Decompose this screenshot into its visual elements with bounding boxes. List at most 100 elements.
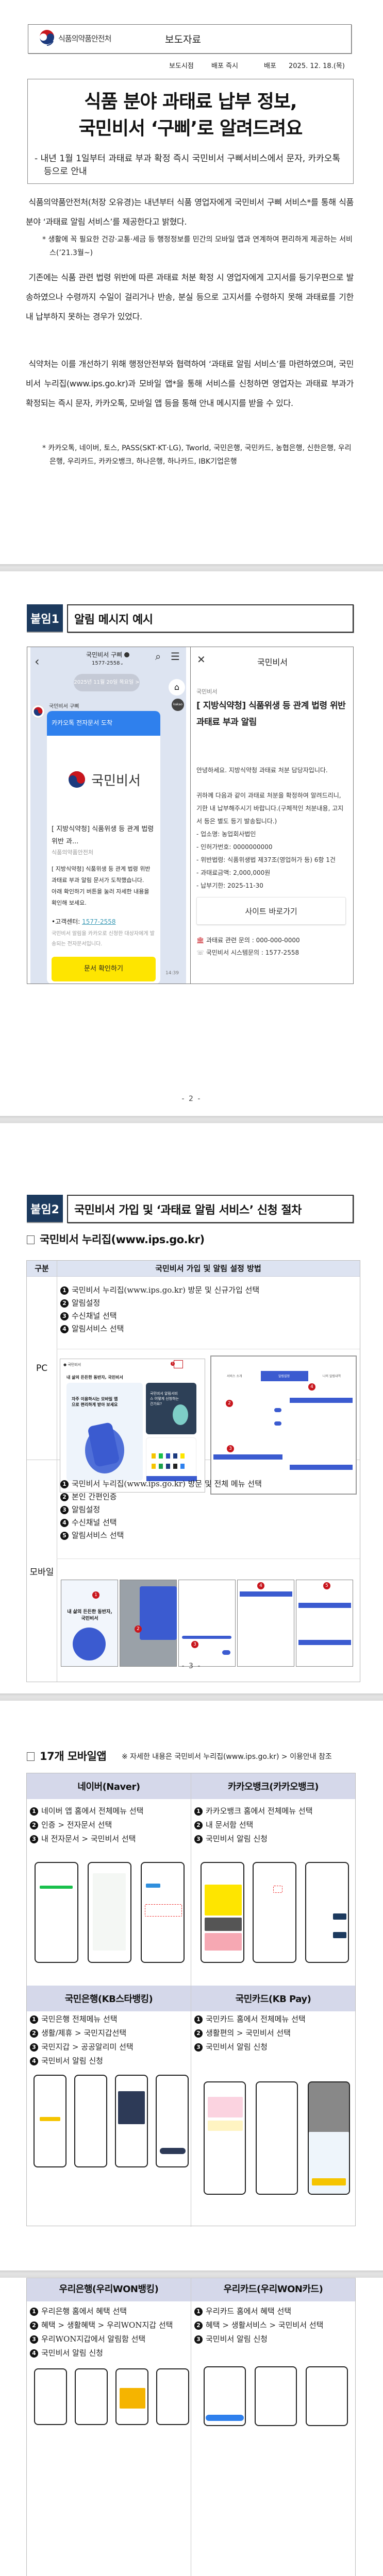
auth-menu-panel	[140, 1586, 177, 1640]
inquiry-1-text: 과태료 관련 문의 : 000-000-0000	[206, 937, 300, 944]
woori-bank-phone-4	[156, 2368, 189, 2425]
mascot-illustration	[73, 1628, 106, 1660]
detail-greeting: 안녕하세요. 지방식약청 과태료 처분 담당자입니다.	[196, 767, 328, 774]
kb-bank-phone-1	[34, 2075, 66, 2167]
government-logo-icon	[40, 30, 54, 46]
channel-table-header	[240, 1591, 292, 1597]
guide-card-text: 국민비서 알림서비스 어떻게 신청하는 건가요?	[150, 1392, 179, 1406]
pc-settings-screenshot: 서비스 소개 알림설정 나의 알림내역 2 3 4	[210, 1355, 357, 1495]
body-note-2: * 카카오톡, 네이버, 토스, PASS(SKT·KT·LG), Tworld…	[42, 444, 352, 466]
woori-card-phone-1	[204, 2366, 246, 2426]
body-paragraph-3: 식약처는 이를 개선하기 위해 행정안전부와 협력하여 ‘과태료 알림 서비스’…	[26, 359, 354, 408]
app-icon	[159, 1464, 163, 1469]
checkbox-bullet-icon	[27, 1752, 35, 1761]
step-marker: 3	[227, 1445, 234, 1452]
woori-bank-phone-1	[34, 2368, 67, 2425]
notice-detail-screen: ✕ 국민비서 국민비서 [ 지방식약청] 식품위생 등 관계 법령 위반 과태료…	[191, 647, 353, 984]
mascot-icon	[173, 1404, 188, 1425]
kakaobank-phone-2	[253, 1862, 296, 1963]
settings-tab: 알림설정	[278, 1375, 290, 1378]
checkbox-bullet-icon	[27, 1235, 35, 1244]
inquiry-2: ☏ 국민비서 시스템문의 : 1577-2558	[196, 948, 299, 957]
attachment-1-tag: 붙임1	[27, 604, 63, 633]
app-icon	[173, 1453, 177, 1459]
app-icons-card	[146, 1437, 197, 1481]
menu-icon[interactable]: ☰	[171, 650, 180, 663]
service-list-header	[298, 1603, 351, 1608]
app-header-kakaobank: 카카오뱅크(카카오뱅크)	[191, 1773, 355, 1799]
brand-name: 국민비서	[91, 773, 141, 789]
subheadline: - 내년 1월 1일부터 과태료 부과 확정 즉시 국민비서 구삐서비스에서 문…	[35, 154, 341, 177]
detail-item: - 납부기한: 2025-11-30	[196, 882, 263, 889]
search-icon[interactable]: ⌕	[155, 650, 161, 663]
page-separator	[0, 1693, 383, 1701]
pc-label: PC	[36, 1363, 48, 1374]
app-header-kb-bank: 국민은행(KB스타뱅킹)	[27, 1986, 191, 2011]
app-icon	[180, 1453, 185, 1459]
panel-divider	[190, 647, 191, 984]
agency-header-box: 식품의약품안전처 보도자료	[28, 24, 352, 54]
woori-bank-phone-2	[75, 2368, 108, 2425]
back-icon[interactable]: ‹	[35, 654, 40, 669]
signup-highlight	[174, 1360, 183, 1368]
home-icon[interactable]: ⌂	[169, 679, 185, 696]
message-footnote: 국민비서 알림을 카카오로 신청한 대상자에게 발송되는 전자문서입니다.	[52, 931, 155, 947]
kb-bank-phone-4	[156, 2075, 189, 2167]
detail-item: - 인허가번호: 0000000000	[196, 843, 273, 851]
step-marker: 3	[191, 1641, 198, 1648]
page-4: 17개 모바일앱 ※ 자세한 내용은 국민비서 누리집(www.ips.go.k…	[0, 1701, 383, 2270]
row-subdivider	[57, 1558, 360, 1559]
naver-phone-2	[88, 1862, 131, 1963]
web-section-heading: 국민비서 누리집(www.ips.go.kr)	[27, 1231, 205, 1247]
apps-section-heading: 17개 모바일앱	[27, 1748, 107, 1764]
web-section-title: 국민비서 누리집(www.ips.go.kr)	[40, 1233, 205, 1246]
cs-phone-link[interactable]: 1577-2558	[82, 918, 116, 925]
app-icon	[173, 1464, 177, 1469]
message-text-1: [ 지방식약청] 식품위생 등 관계 법령 위반 과태료 부과 알림 문서가 도…	[52, 866, 151, 884]
toggle-icon	[222, 1650, 230, 1655]
page-3: 붙임2 국민비서 가입 및 ‘과태료 알림 서비스’ 신청 절차 국민비서 누리…	[0, 1123, 383, 1693]
release-label: 보도시점	[169, 62, 194, 70]
kakaobank-phone-3	[305, 1862, 349, 1963]
message-bubble: 카카오톡 전자문서 도착 국민비서 [ 지방식약청] 식품위생 등 관계 법령 …	[47, 711, 160, 984]
mobile-screenshot-1: 1 내 삶의 든든한 동반자, 국민비서	[61, 1580, 118, 1667]
attachment-1-title: 알림 메시지 예시	[67, 604, 354, 633]
check-document-button[interactable]: 문서 확인하기	[52, 957, 156, 981]
page-number: - 2 -	[181, 1095, 202, 1103]
dist-label: 배포	[264, 62, 276, 70]
doc-org: 식품의약품안전처	[52, 849, 93, 856]
body-note-1: * 생활에 꼭 필요한 건강·교통·세금 등 행정정보를 민간의 모바일 앱과 …	[42, 235, 353, 257]
message-example-frame: ‹ 국민비서 구삐 1577-2558⌄ ⌕ ☰ 2025년 11월 20일 목…	[27, 647, 354, 984]
cs-label: •고객센터:	[52, 918, 80, 925]
kb-bank-phone-2	[74, 2075, 107, 2167]
mobile-screenshot-4: 4	[237, 1580, 294, 1667]
customer-center: •고객센터: 1577-2558	[47, 917, 160, 926]
step-marker: 5	[323, 1582, 330, 1589]
detail-item: - 과태료금액: 2,000,000원	[196, 869, 271, 876]
close-icon[interactable]: ✕	[197, 653, 206, 666]
site-link-button[interactable]: 사이트 바로가기	[196, 897, 346, 925]
mobile-screenshot-3: 3	[178, 1580, 236, 1667]
page-1: 식품의약품안전처 보도자료 보도시점 배포 즉시 배포 2025. 12. 18…	[0, 0, 383, 564]
channel-name: 국민비서 구삐	[86, 651, 123, 658]
